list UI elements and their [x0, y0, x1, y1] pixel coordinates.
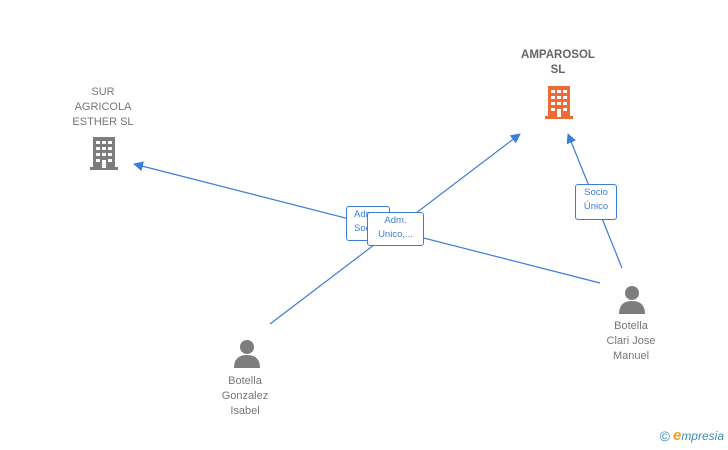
edge-label-socio-unico[interactable]: Socio Único [575, 184, 617, 220]
node-label-sur-agricola: SUR AGRICOLA ESTHER SL [72, 86, 134, 128]
node-label-amparosol: AMPAROSOL SL [521, 49, 595, 76]
building-icon[interactable] [88, 135, 120, 171]
building-icon[interactable] [543, 84, 575, 120]
brand-watermark: © empresia [660, 427, 724, 444]
brand-logo: empresia [672, 427, 724, 444]
node-label-botella-clari: Botella Clari Jose Manuel [606, 320, 656, 362]
edge-label-adm-unico[interactable]: Adm. Unico,... [367, 212, 424, 246]
node-label-botella-gonzalez: Botella Gonzalez Isabel [221, 375, 269, 417]
person-icon[interactable] [232, 338, 262, 368]
copyright-symbol: © [659, 427, 670, 444]
person-icon[interactable] [617, 284, 647, 314]
